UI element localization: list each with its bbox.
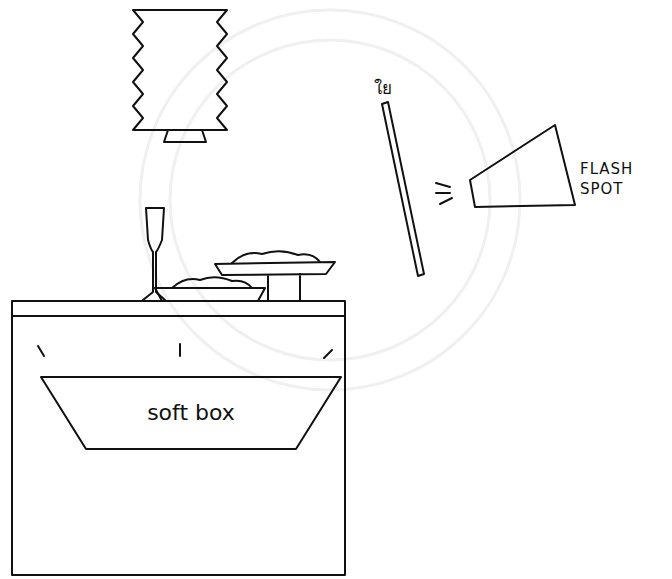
node-label: soft box: [147, 399, 235, 428]
soft-box-shape: [41, 377, 341, 449]
light-ray: [436, 183, 452, 204]
lamp-base: [164, 130, 206, 142]
flash-spot-shape: [470, 125, 575, 207]
lamp-shade: [133, 10, 227, 130]
table: [12, 301, 345, 575]
soft-box: soft box: [40, 376, 342, 450]
flash-spot: FLASH SPOT: [466, 118, 666, 213]
part-label: ใย: [374, 74, 392, 101]
diffuser-panel: [382, 102, 424, 276]
light-ray: [38, 344, 332, 358]
dish: [155, 288, 265, 301]
wine-glass: [143, 208, 165, 300]
pedestal-plate: [215, 262, 335, 300]
node-label: FLASH SPOT: [580, 160, 650, 199]
flash-spot-outline: [466, 118, 666, 213]
food: [232, 251, 320, 263]
watermark-seal: [140, 10, 520, 390]
food: [172, 277, 252, 288]
